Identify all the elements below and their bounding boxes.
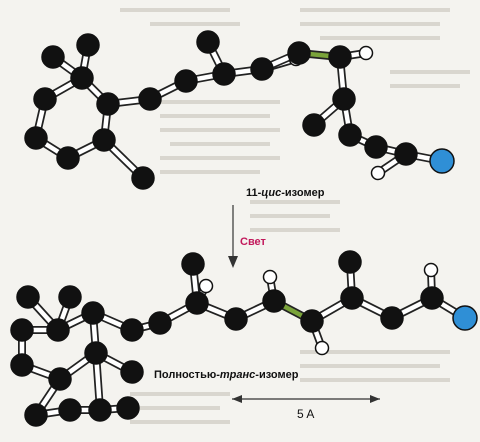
cis-carbon-atom	[76, 33, 100, 57]
cis-oxygen-atom	[429, 148, 455, 174]
cis-carbon-atom	[394, 142, 418, 166]
trans-carbon-atom	[380, 306, 404, 330]
trans-carbon-atom	[181, 252, 205, 276]
trans-carbon-atom	[185, 291, 209, 315]
trans-hydrogen-atom	[262, 269, 278, 285]
trans-hydrogen-atom	[198, 278, 214, 294]
scale-bar-left-head	[232, 395, 242, 403]
cis-italic: цис	[261, 187, 282, 199]
trans-italic: транс	[219, 369, 256, 381]
trans-hydrogen-atom	[423, 262, 439, 278]
cis-carbon-atom	[24, 126, 48, 150]
cis-prefix: 11-	[246, 187, 262, 199]
trans-isomer-label: Полностью-транс-изомер	[154, 369, 298, 381]
trans-carbon-atom	[116, 396, 140, 420]
scale-bar-right-head	[370, 395, 380, 403]
light-arrow-head	[228, 256, 238, 268]
cis-carbon-atom	[364, 135, 388, 159]
cis-carbon-atom	[196, 30, 220, 54]
trans-carbon-atom	[224, 307, 248, 331]
cis-molecule	[24, 30, 455, 190]
trans-carbon-atom	[58, 398, 82, 422]
cis-suffix: -изомер	[281, 187, 325, 199]
cis-carbon-atom	[33, 87, 57, 111]
trans-carbon-atom	[16, 285, 40, 309]
trans-carbon-atom	[340, 286, 364, 310]
cis-carbon-atom	[302, 113, 326, 137]
cis-carbon-atom	[328, 45, 352, 69]
trans-carbon-atom	[88, 398, 112, 422]
trans-carbon-atom	[300, 309, 324, 333]
trans-carbon-atom	[81, 301, 105, 325]
trans-carbon-atom	[120, 360, 144, 384]
trans-carbon-atom	[48, 367, 72, 391]
cis-carbon-atom	[174, 69, 198, 93]
cis-carbon-atom	[287, 41, 311, 65]
cis-carbon-atom	[92, 128, 116, 152]
light-arrow	[228, 205, 238, 268]
trans-carbon-atom	[120, 318, 144, 342]
trans-carbon-atom	[84, 341, 108, 365]
trans-molecule	[10, 250, 478, 427]
cis-isomer-label: 11-цис-изомер	[246, 187, 324, 199]
trans-carbon-atom	[420, 286, 444, 310]
trans-carbon-atom	[46, 318, 70, 342]
cis-carbon-atom	[138, 87, 162, 111]
cis-carbon-atom	[332, 87, 356, 111]
light-label: Свет	[240, 236, 266, 248]
cis-carbon-atom	[56, 146, 80, 170]
cis-hydrogen-atom	[370, 165, 386, 181]
trans-carbon-atom	[10, 353, 34, 377]
cis-carbon-atom	[212, 62, 236, 86]
trans-carbon-atom	[338, 250, 362, 274]
trans-carbon-atom	[10, 318, 34, 342]
trans-prefix: Полностью-	[154, 369, 220, 381]
cis-hydrogen-atom	[358, 45, 374, 61]
scale-bar-label: 5 A	[297, 407, 315, 421]
cis-carbon-atom	[131, 166, 155, 190]
cis-carbon-atom	[96, 92, 120, 116]
trans-carbon-atom	[58, 285, 82, 309]
scale-bar	[232, 395, 380, 403]
trans-carbon-atom	[262, 289, 286, 313]
trans-oxygen-atom	[452, 305, 478, 331]
trans-carbon-atom	[148, 311, 172, 335]
cis-carbon-atom	[70, 66, 94, 90]
trans-carbon-atom	[24, 403, 48, 427]
trans-suffix: -изомер	[255, 369, 299, 381]
cis-carbon-atom	[250, 57, 274, 81]
cis-carbon-atom	[41, 45, 65, 69]
cis-carbon-atom	[338, 123, 362, 147]
trans-hydrogen-atom	[314, 340, 330, 356]
